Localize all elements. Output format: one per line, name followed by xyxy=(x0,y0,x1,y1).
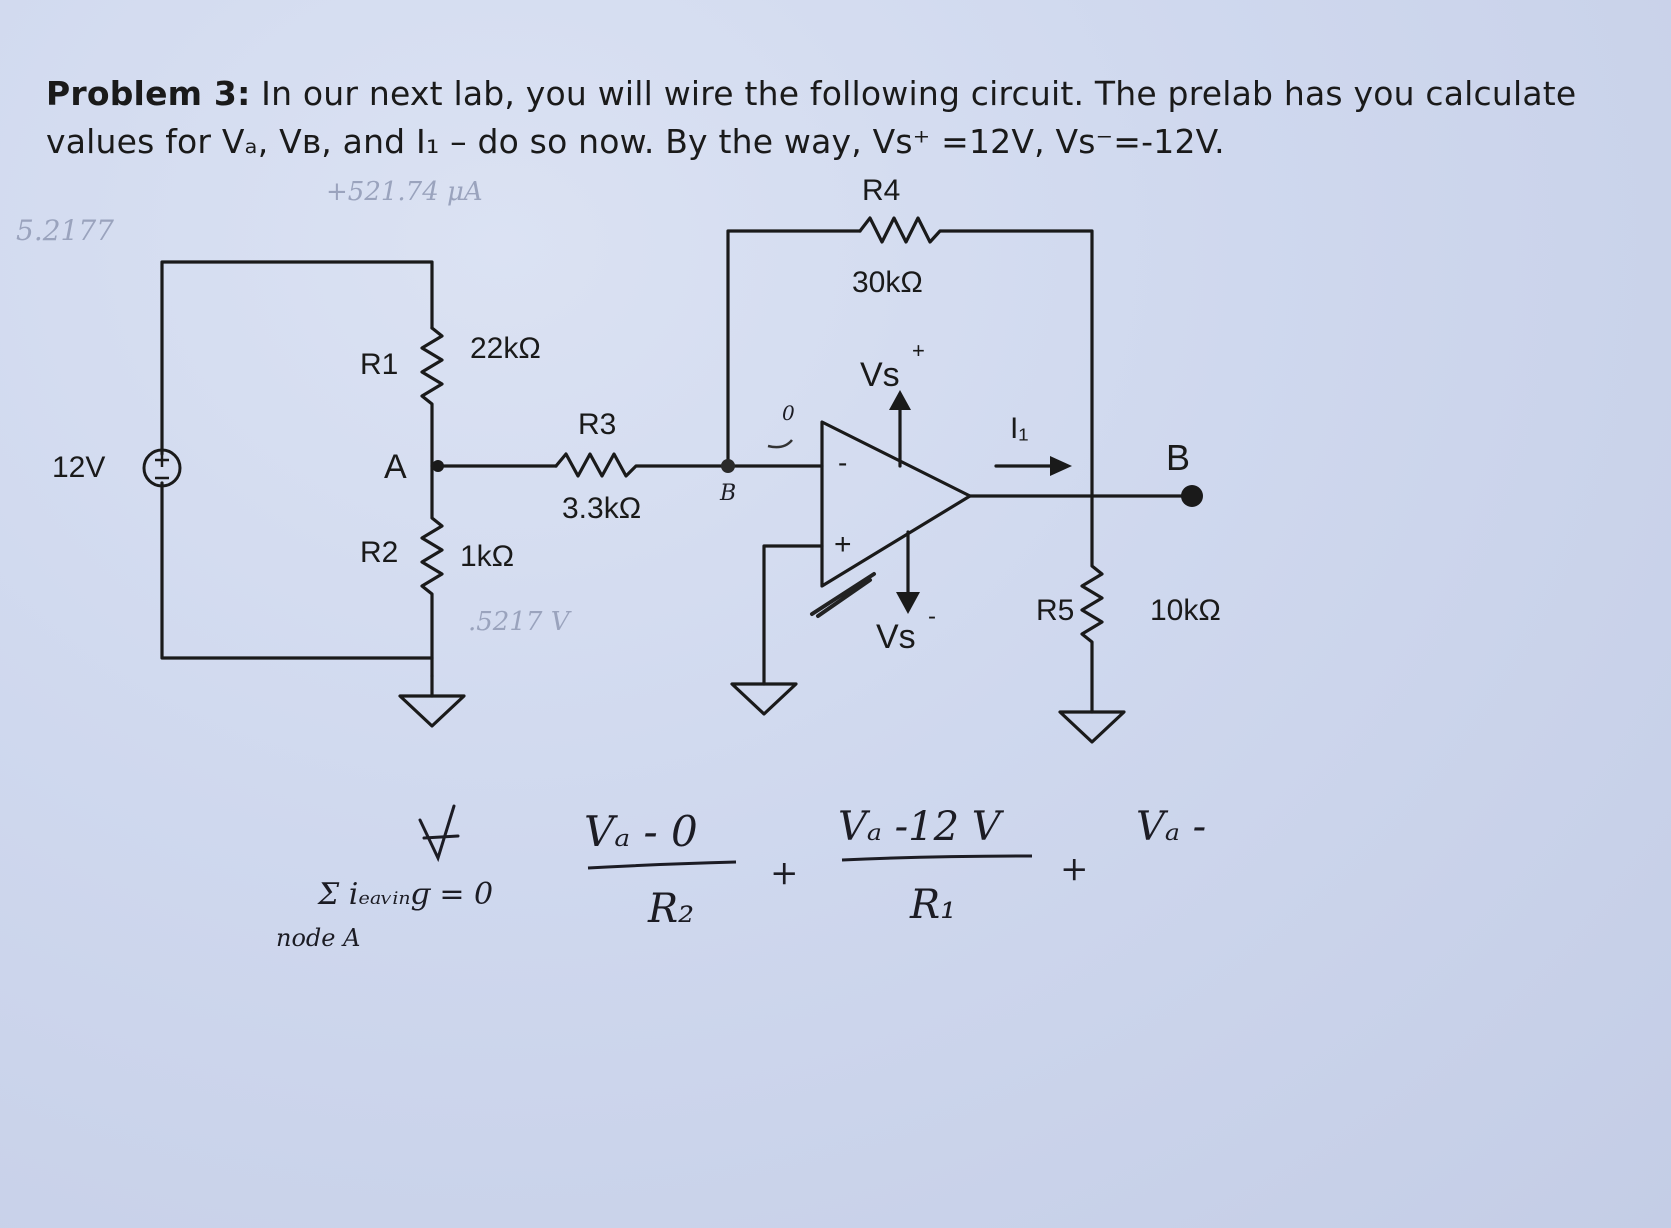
wire-feedback-left xyxy=(726,229,862,468)
handwritten-sum-rule: Σ iₑₐᵥᵢₙɡ = 0 xyxy=(317,877,493,912)
opamp-triangle xyxy=(820,420,972,588)
wire-noninverting-input xyxy=(762,544,824,686)
source-voltage-label: 12V xyxy=(52,451,105,484)
vs-minus-arrowhead xyxy=(896,592,920,614)
node-a-label: A xyxy=(384,448,407,486)
eq-plus-2: + xyxy=(1060,849,1089,889)
r2-name: R2 xyxy=(360,536,398,569)
ground-middle xyxy=(730,682,798,716)
junction-dot xyxy=(721,459,735,473)
eq-plus-1: + xyxy=(770,853,799,893)
faint-mark-r2: .5217 V xyxy=(468,607,572,637)
r3-resistor xyxy=(554,452,730,478)
wire-source-top xyxy=(160,260,434,456)
current-label: I₁ xyxy=(1010,412,1028,445)
handwritten-node-b: B xyxy=(719,481,736,506)
vs-minus-label: Vs xyxy=(876,618,916,656)
vs-plus-arrowhead xyxy=(889,390,911,410)
problem-heading: Problem 3: xyxy=(46,74,251,113)
problem-statement: Problem 3: In our next lab, you will wir… xyxy=(46,70,1646,166)
eq1-fraction-bar xyxy=(587,860,737,870)
r1-resistor xyxy=(420,326,444,468)
r4-value: 30kΩ xyxy=(852,266,923,299)
eq3-numerator: Vₐ - xyxy=(1136,804,1206,850)
r5-resistor xyxy=(1080,494,1104,714)
eq2-denominator: R₁ xyxy=(909,882,956,928)
r1-value: 22kΩ xyxy=(470,332,541,365)
eq1-numerator: Vₐ - 0 xyxy=(584,807,698,856)
ground-left xyxy=(398,694,466,728)
opamp-noninverting-label: + xyxy=(834,528,852,561)
problem-text-2: values for Vₐ, Vʙ, and I₁ – do so now. B… xyxy=(46,122,1225,161)
node-a-dot xyxy=(432,460,444,472)
wire-source-bottom xyxy=(160,481,434,660)
problem-text-1: In our next lab, you will wire the follo… xyxy=(250,74,1577,113)
handwritten-node-label: node A xyxy=(276,924,360,952)
r2-value: 1kΩ xyxy=(460,540,514,573)
vs-plus-sup: + xyxy=(912,338,925,363)
r5-value: 10kΩ xyxy=(1150,594,1221,627)
eq1-denominator: R₂ xyxy=(647,886,694,932)
vs-plus-label: Vs xyxy=(860,356,900,394)
faint-mark-mid: +521.74 μA xyxy=(326,177,483,207)
vs-minus-sup: - xyxy=(928,603,936,630)
r4-resistor xyxy=(858,216,1094,498)
problem-line-1: Problem 3: In our next lab, you will wir… xyxy=(46,70,1646,118)
faint-mark-top: 5.2177 xyxy=(16,214,114,247)
r3-value: 3.3kΩ xyxy=(562,492,641,525)
r5-name: R5 xyxy=(1036,594,1074,627)
node-b-label: B xyxy=(1166,437,1190,478)
handwritten-zero: 0 xyxy=(782,401,795,425)
handwritten-arrow-mark xyxy=(767,439,793,449)
pen-scribble xyxy=(810,572,876,618)
r4-name: R4 xyxy=(862,174,900,207)
eq2-numerator: Vₐ -12 V xyxy=(838,804,1005,850)
r1-name: R1 xyxy=(360,348,398,381)
eq2-fraction-bar xyxy=(841,854,1033,862)
opamp-inverting-label: - xyxy=(838,447,847,478)
node-b-terminal xyxy=(1181,485,1203,507)
r2-resistor xyxy=(420,464,444,678)
ground-right xyxy=(1058,710,1126,744)
r3-name: R3 xyxy=(578,408,616,441)
voltage-source-icon xyxy=(142,448,182,488)
current-arrowhead xyxy=(1050,456,1072,476)
handwritten-check-mark xyxy=(418,804,460,863)
